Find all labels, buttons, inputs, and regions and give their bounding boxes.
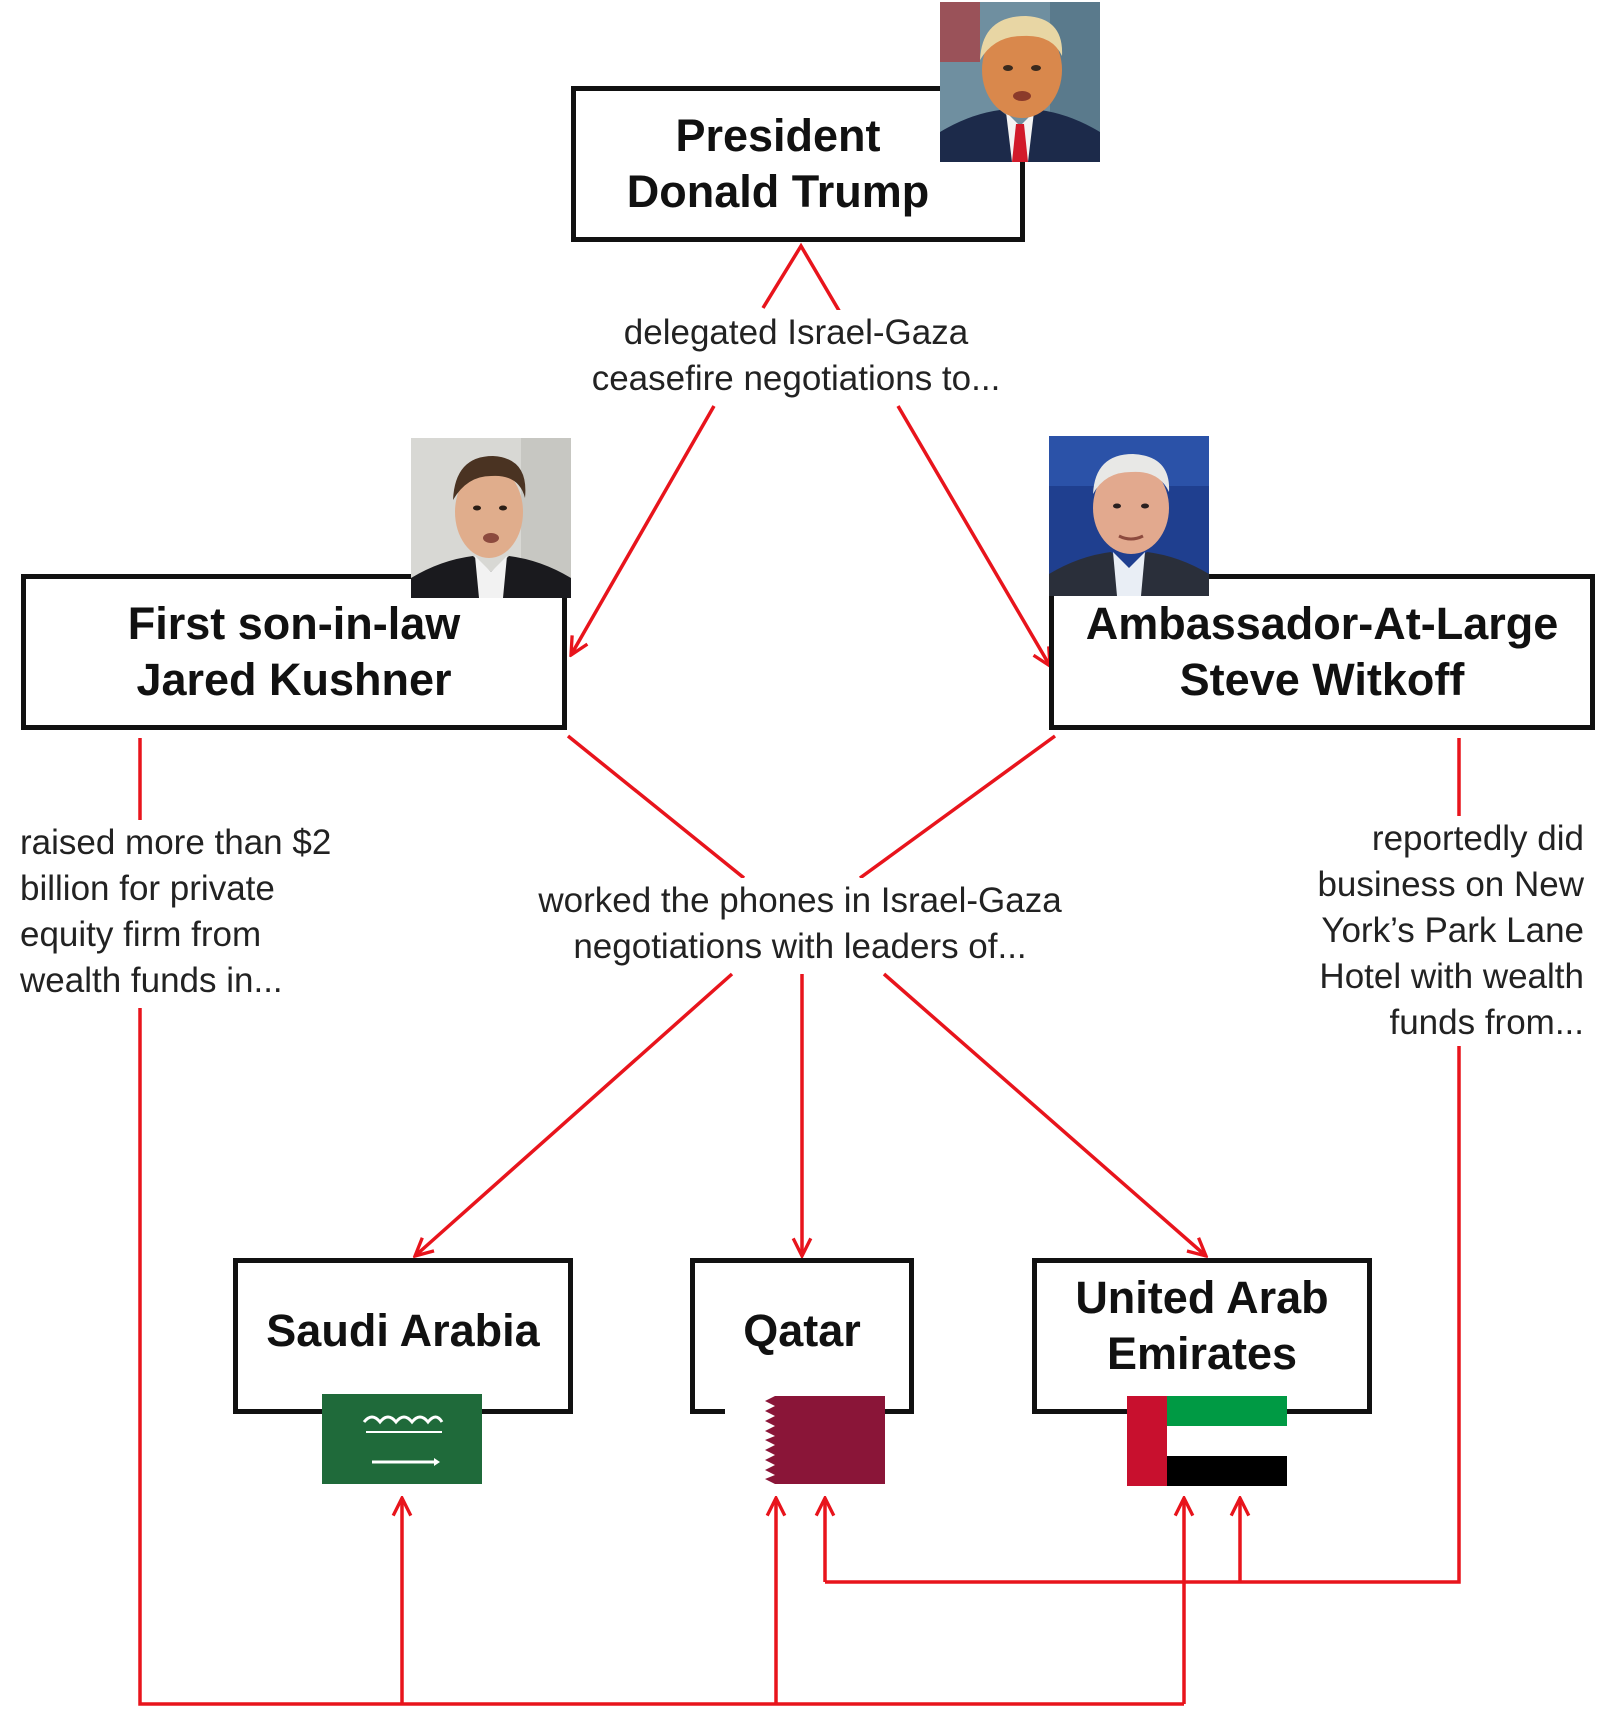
trump-title: President: [675, 110, 881, 161]
witkoff-box: Ambassador-At-Large Steve Witkoff: [1049, 574, 1595, 730]
kushner-funds-bus-line: [138, 1008, 1184, 1706]
witkoff-name: Steve Witkoff: [1179, 654, 1465, 705]
witkoff-funds-label: reportedly did business on New York’s Pa…: [1220, 816, 1584, 1046]
delegated-to-kushner-arrow: [571, 405, 716, 655]
uae-name-line-2: Emirates: [1106, 1328, 1298, 1379]
witkoff-title: Ambassador-At-Large: [1085, 598, 1559, 649]
phones-label: worked the phones in Israel-Gaza negotia…: [505, 878, 1095, 970]
jared-kushner-portrait: [411, 438, 571, 598]
uae-name-line-1: United Arab: [1075, 1272, 1329, 1323]
kushner-title: First son-in-law: [127, 598, 461, 649]
steve-witkoff-portrait: [1049, 436, 1209, 596]
saudi-arabia-flag: [322, 1394, 482, 1484]
trump-box: President Donald Trump: [571, 86, 1025, 242]
witkoff-funds-bus-line: [825, 1046, 1461, 1584]
uae-box: United Arab Emirates: [1032, 1258, 1372, 1414]
trump-to-delegated-line: [761, 242, 843, 315]
phones-to-uae-arrow: [882, 972, 1206, 1256]
qatar-flag: [725, 1396, 885, 1484]
uae-flag: [1127, 1396, 1287, 1486]
witkoff-to-phones-line: [858, 734, 1057, 880]
kushner-box: First son-in-law Jared Kushner: [21, 574, 567, 730]
delegated-label: delegated Israel-Gaza ceasefire negotiat…: [560, 310, 1032, 402]
kushner-to-phones-line: [566, 734, 746, 880]
phones-to-saudi-arrow: [415, 972, 734, 1256]
delegated-to-witkoff-arrow: [896, 405, 1050, 666]
qatar-name: Qatar: [743, 1305, 861, 1356]
trump-name: Donald Trump: [626, 166, 930, 217]
saudi-arabia-name: Saudi Arabia: [266, 1305, 540, 1356]
kushner-funds-label: raised more than $2 billion for private …: [20, 820, 380, 1004]
saudi-arabia-box: Saudi Arabia: [233, 1258, 573, 1414]
kushner-name: Jared Kushner: [136, 654, 452, 705]
qatar-box: Qatar: [690, 1258, 914, 1414]
donald-trump-portrait: [940, 2, 1100, 162]
